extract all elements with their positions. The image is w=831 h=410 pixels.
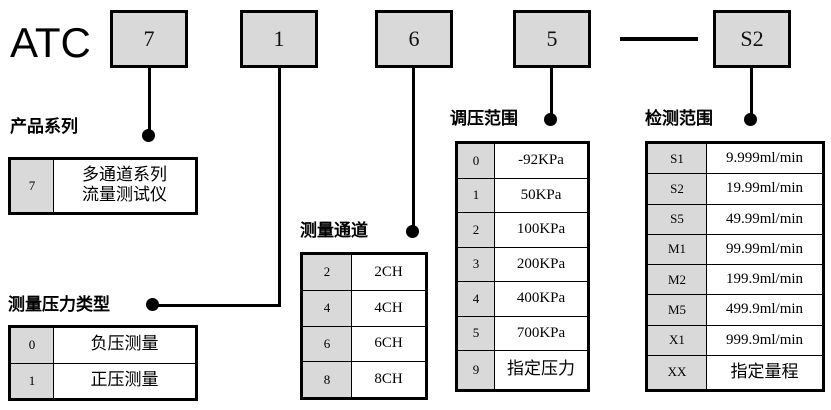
connector-product-series-dot xyxy=(142,129,155,142)
legend-value: 9.999ml/min xyxy=(706,142,823,175)
table-row: 8 8CH xyxy=(302,361,426,398)
model-prefix-label: ATC xyxy=(10,19,91,66)
legend-key: 0 xyxy=(10,327,54,364)
legend-key: 5 xyxy=(457,315,495,352)
code-separator-dash xyxy=(620,37,698,41)
legend-key: 4 xyxy=(302,289,352,327)
legend-value: 8CH xyxy=(351,361,426,398)
legend-key: M5 xyxy=(647,294,707,326)
table-row: 3 200KPa xyxy=(457,246,588,283)
legend-value: 多通道系列 流量测试仪 xyxy=(53,159,196,213)
section-title-measure-channel: 测量通道 xyxy=(300,221,368,240)
table-row: 1 正压测量 xyxy=(10,362,196,399)
legend-value: 999.9ml/min xyxy=(706,324,823,356)
legend-value: 700KPa xyxy=(494,315,588,352)
legend-value: 99.99ml/min xyxy=(706,233,823,266)
table-row: M1 99.99ml/min xyxy=(647,233,823,266)
legend-key: 1 xyxy=(457,177,495,214)
legend-key: 7 xyxy=(10,159,54,213)
connector-measure-channel-vertical xyxy=(412,68,415,232)
legend-value: 正压测量 xyxy=(53,362,196,399)
legend-value: 负压测量 xyxy=(53,327,196,364)
table-row: 1 50KPa xyxy=(457,177,588,214)
connector-detection-range-vertical xyxy=(750,68,753,120)
table-row: M5 499.9ml/min xyxy=(647,294,823,326)
connector-pressure-range-vertical xyxy=(550,68,553,120)
table-row: 9 指定压力 xyxy=(457,350,588,390)
legend-value: 4CH xyxy=(351,289,426,327)
legend-value: 2CH xyxy=(351,254,426,291)
table-row: S5 49.99ml/min xyxy=(647,203,823,235)
legend-table-pressure-type: 0 负压测量 1 正压测量 xyxy=(8,325,198,401)
legend-key: 4 xyxy=(457,281,495,317)
legend-key: S1 xyxy=(647,142,707,175)
section-title-pressure-range: 调压范围 xyxy=(450,109,518,128)
legend-key: M1 xyxy=(647,233,707,266)
legend-value: 6CH xyxy=(351,325,426,363)
section-title-product-series: 产品系列 xyxy=(10,117,78,136)
connector-pressure-type-dot xyxy=(146,298,159,311)
legend-key: 1 xyxy=(10,362,54,399)
table-row: 5 700KPa xyxy=(457,315,588,352)
legend-key: 6 xyxy=(302,325,352,363)
table-row: 4 4CH xyxy=(302,289,426,327)
connector-detection-range-dot xyxy=(744,113,757,126)
table-row: 2 100KPa xyxy=(457,212,588,248)
connector-pressure-type-vertical xyxy=(278,68,281,306)
legend-value: 49.99ml/min xyxy=(706,203,823,235)
table-row: XX 指定量程 xyxy=(647,354,823,391)
connector-product-series-vertical xyxy=(148,68,151,136)
legend-table-detection-range: S1 9.999ml/min S2 19.99ml/min S5 49.99ml… xyxy=(645,141,825,392)
legend-table-product-series: 7 多通道系列 流量测试仪 xyxy=(8,157,198,215)
section-title-pressure-type: 测量压力类型 xyxy=(8,295,110,314)
table-row: 4 400KPa xyxy=(457,281,588,317)
code-box-detection-range[interactable]: S2 xyxy=(713,10,791,68)
code-box-product-series[interactable]: 7 xyxy=(110,10,188,68)
legend-key: 3 xyxy=(457,246,495,283)
legend-key: 8 xyxy=(302,361,352,398)
connector-pressure-range-dot xyxy=(544,113,557,126)
legend-value: 499.9ml/min xyxy=(706,294,823,326)
legend-value: -92KPa xyxy=(494,143,588,179)
legend-key: X1 xyxy=(647,324,707,356)
legend-key: XX xyxy=(647,354,707,391)
legend-value: 19.99ml/min xyxy=(706,173,823,205)
legend-value: 200KPa xyxy=(494,246,588,283)
legend-table-measure-channel: 2 2CH 4 4CH 6 6CH 8 8CH xyxy=(300,252,428,400)
legend-value: 400KPa xyxy=(494,281,588,317)
legend-key: 2 xyxy=(302,254,352,291)
table-row: S2 19.99ml/min xyxy=(647,173,823,205)
table-row: S1 9.999ml/min xyxy=(647,142,823,175)
code-box-pressure-type[interactable]: 1 xyxy=(240,10,318,68)
legend-key: 2 xyxy=(457,212,495,248)
code-box-pressure-range[interactable]: 5 xyxy=(513,10,591,68)
legend-value: 50KPa xyxy=(494,177,588,214)
legend-key: S5 xyxy=(647,203,707,235)
table-row: 6 6CH xyxy=(302,325,426,363)
table-row: 7 多通道系列 流量测试仪 xyxy=(10,159,196,213)
table-row: X1 999.9ml/min xyxy=(647,324,823,356)
legend-value: 指定压力 xyxy=(494,350,588,390)
legend-value: 199.9ml/min xyxy=(706,264,823,296)
table-row: 2 2CH xyxy=(302,254,426,291)
table-row: 0 负压测量 xyxy=(10,327,196,364)
table-row: 0 -92KPa xyxy=(457,143,588,179)
legend-key: S2 xyxy=(647,173,707,205)
table-row: M2 199.9ml/min xyxy=(647,264,823,296)
code-box-measure-channel[interactable]: 6 xyxy=(375,10,453,68)
legend-value: 指定量程 xyxy=(706,354,823,391)
connector-measure-channel-dot xyxy=(406,225,419,238)
legend-table-pressure-range: 0 -92KPa 1 50KPa 2 100KPa 3 200KPa 4 400… xyxy=(455,141,590,392)
section-title-detection-range: 检测范围 xyxy=(645,109,713,128)
legend-key: M2 xyxy=(647,264,707,296)
connector-pressure-type-horizontal xyxy=(152,304,281,307)
legend-key: 9 xyxy=(457,350,495,390)
legend-value: 100KPa xyxy=(494,212,588,248)
legend-key: 0 xyxy=(457,143,495,179)
